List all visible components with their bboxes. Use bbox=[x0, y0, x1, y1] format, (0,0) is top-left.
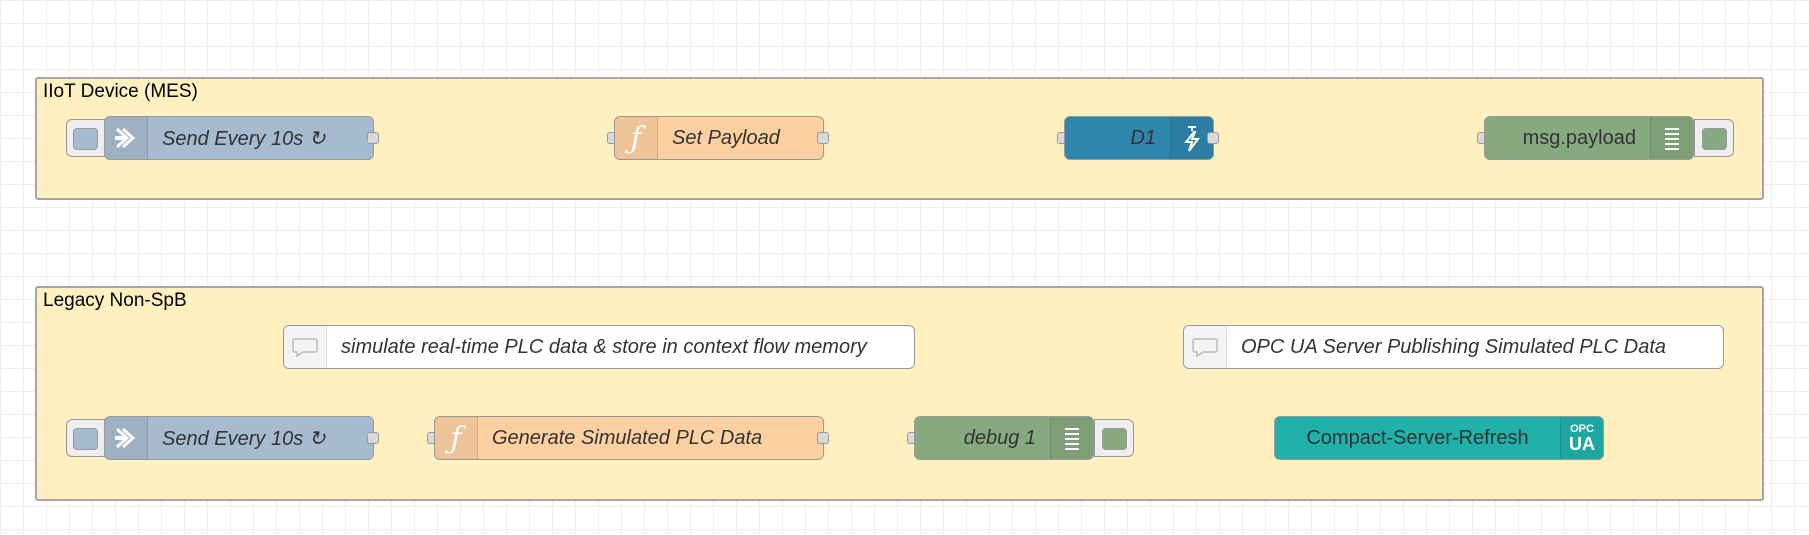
sparkplug-device-node-d1[interactable]: D1 bbox=[1064, 116, 1214, 160]
group-label: IIoT Device (MES) bbox=[43, 81, 198, 102]
output-port[interactable] bbox=[817, 432, 829, 444]
opc-ua-icon-bottom: UA bbox=[1569, 433, 1595, 454]
inject-trigger-button[interactable] bbox=[66, 419, 106, 457]
comment-node-opc-ua-server[interactable]: OPC UA Server Publishing Simulated PLC D… bbox=[1183, 325, 1724, 369]
output-port[interactable] bbox=[367, 132, 379, 144]
output-port[interactable] bbox=[817, 132, 829, 144]
inject-button-square bbox=[73, 128, 98, 150]
debug-list-icon bbox=[1650, 117, 1693, 159]
debug-button-square bbox=[1702, 128, 1727, 150]
node-label: msg.payload bbox=[1522, 126, 1636, 149]
inject-trigger-button[interactable] bbox=[66, 119, 106, 157]
debug-list-icon bbox=[1050, 417, 1093, 459]
function-node-generate-simulated-plc-data[interactable]: ƒ Generate Simulated PLC Data bbox=[434, 416, 824, 460]
node-label: D1 bbox=[1130, 126, 1156, 149]
comment-node-simulate-plc[interactable]: simulate real-time PLC data & store in c… bbox=[283, 325, 915, 369]
node-label: debug 1 bbox=[963, 426, 1036, 449]
node-label: Set Payload bbox=[672, 126, 780, 149]
node-label: OPC UA Server Publishing Simulated PLC D… bbox=[1241, 335, 1666, 358]
node-label: Send Every 10s ↻ bbox=[162, 427, 326, 450]
sparkplug-lightning-icon bbox=[1170, 117, 1213, 159]
output-port[interactable] bbox=[1207, 132, 1219, 144]
debug-toggle-button[interactable] bbox=[1094, 419, 1134, 457]
group-label: Legacy Non-SpB bbox=[43, 290, 187, 311]
inject-node-send-every-10s[interactable]: Send Every 10s ↻ bbox=[104, 116, 374, 160]
node-label: Compact-Server-Refresh bbox=[1306, 426, 1529, 449]
debug-button-square bbox=[1102, 428, 1127, 450]
node-label: simulate real-time PLC data & store in c… bbox=[341, 335, 867, 358]
comment-bubble-icon bbox=[284, 326, 327, 368]
opcua-server-node[interactable]: Compact-Server-Refresh OPC UA bbox=[1274, 416, 1604, 460]
node-label: Generate Simulated PLC Data bbox=[492, 426, 763, 449]
inject-arrow-icon bbox=[105, 117, 148, 159]
opc-ua-icon-top: OPC bbox=[1570, 422, 1594, 435]
function-icon: ƒ bbox=[435, 417, 478, 459]
function-icon: ƒ bbox=[615, 117, 658, 159]
function-node-set-payload[interactable]: ƒ Set Payload bbox=[614, 116, 824, 160]
comment-bubble-icon bbox=[1184, 326, 1227, 368]
debug-node-debug-1[interactable]: debug 1 bbox=[914, 416, 1094, 460]
debug-node-msg-payload[interactable]: msg.payload bbox=[1484, 116, 1694, 160]
debug-toggle-button[interactable] bbox=[1694, 119, 1734, 157]
opc-ua-icon: OPC UA bbox=[1560, 417, 1603, 459]
inject-arrow-icon bbox=[105, 417, 148, 459]
inject-button-square bbox=[73, 428, 98, 450]
inject-node-send-every-10s-2[interactable]: Send Every 10s ↻ bbox=[104, 416, 374, 460]
output-port[interactable] bbox=[367, 432, 379, 444]
group-legacy-non-spb[interactable]: Legacy Non-SpB bbox=[35, 286, 1764, 501]
node-label: Send Every 10s ↻ bbox=[162, 127, 326, 150]
